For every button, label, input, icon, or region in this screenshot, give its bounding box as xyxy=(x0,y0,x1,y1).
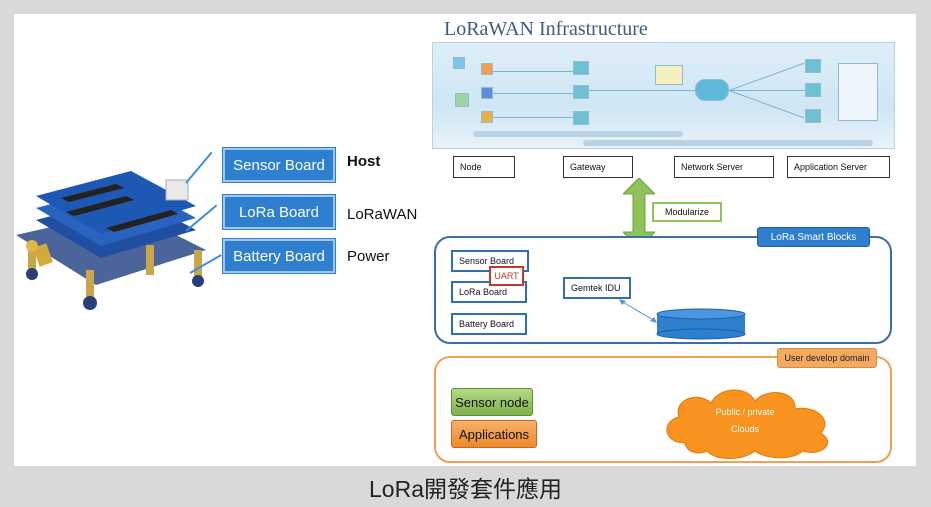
slide-caption: LoRa開發套件應用 xyxy=(369,476,562,502)
infrastructure-diagram xyxy=(432,42,895,149)
lora-board-label: LoRa Board xyxy=(223,195,335,229)
link-5 xyxy=(729,90,805,91)
host-label: Host xyxy=(347,153,381,170)
smart-blocks-title: LoRa Smart Blocks xyxy=(757,227,870,247)
link-4 xyxy=(589,90,695,91)
power-label: Power xyxy=(347,248,390,265)
battery-board-label: Battery Board xyxy=(223,239,335,273)
link-7 xyxy=(728,90,805,119)
app-server-icon-2 xyxy=(805,83,821,97)
device-illustration xyxy=(16,171,206,310)
app-server-icon-3 xyxy=(805,109,821,123)
sensor-node-block: Sensor node xyxy=(451,388,533,416)
cloud-line-2: Clouds xyxy=(730,424,759,434)
cloud-shape xyxy=(666,389,828,459)
infrastructure-title: LoRaWAN Infrastructure xyxy=(444,18,648,40)
node-icon-4 xyxy=(481,111,493,123)
tier-application-server: Application Server xyxy=(787,156,890,178)
link-3 xyxy=(493,117,573,118)
tier-gateway: Gateway xyxy=(563,156,633,178)
note-card xyxy=(655,65,683,85)
gemtek-idu: Gemtek IDU xyxy=(563,277,631,299)
user-domain-title: User develop domain xyxy=(777,348,877,368)
modularize-label: Modularize xyxy=(652,202,722,222)
band-bar-1 xyxy=(473,131,683,137)
tier-network-server: Network Server xyxy=(674,156,774,178)
sensor-board-label: Sensor Board xyxy=(223,148,335,182)
idu-link-arrow xyxy=(619,299,657,323)
gateway-icon-1 xyxy=(573,61,589,75)
band-bar-2 xyxy=(583,140,873,146)
cylinder-shape xyxy=(656,308,746,340)
sb-battery-board: Battery Board xyxy=(451,313,527,335)
link-1 xyxy=(493,71,573,72)
node-icon-5 xyxy=(455,93,469,107)
tier-node: Node xyxy=(453,156,515,178)
lorawan-label: LoRaWAN xyxy=(347,206,418,223)
app-server-icon-1 xyxy=(805,59,821,73)
applications-block: Applications xyxy=(451,420,537,448)
cloud-line-1: Public / private xyxy=(715,407,775,417)
double-arrow xyxy=(623,178,655,248)
app-panel xyxy=(838,63,878,121)
uart-label: UART xyxy=(489,266,524,286)
link-2 xyxy=(493,93,573,94)
node-icon-3 xyxy=(481,87,493,99)
node-icon-1 xyxy=(453,57,465,69)
gateway-icon-2 xyxy=(573,85,589,99)
node-icon-2 xyxy=(481,63,493,75)
network-server-icon xyxy=(695,79,729,101)
gateway-icon-3 xyxy=(573,111,589,125)
link-6 xyxy=(728,62,805,91)
